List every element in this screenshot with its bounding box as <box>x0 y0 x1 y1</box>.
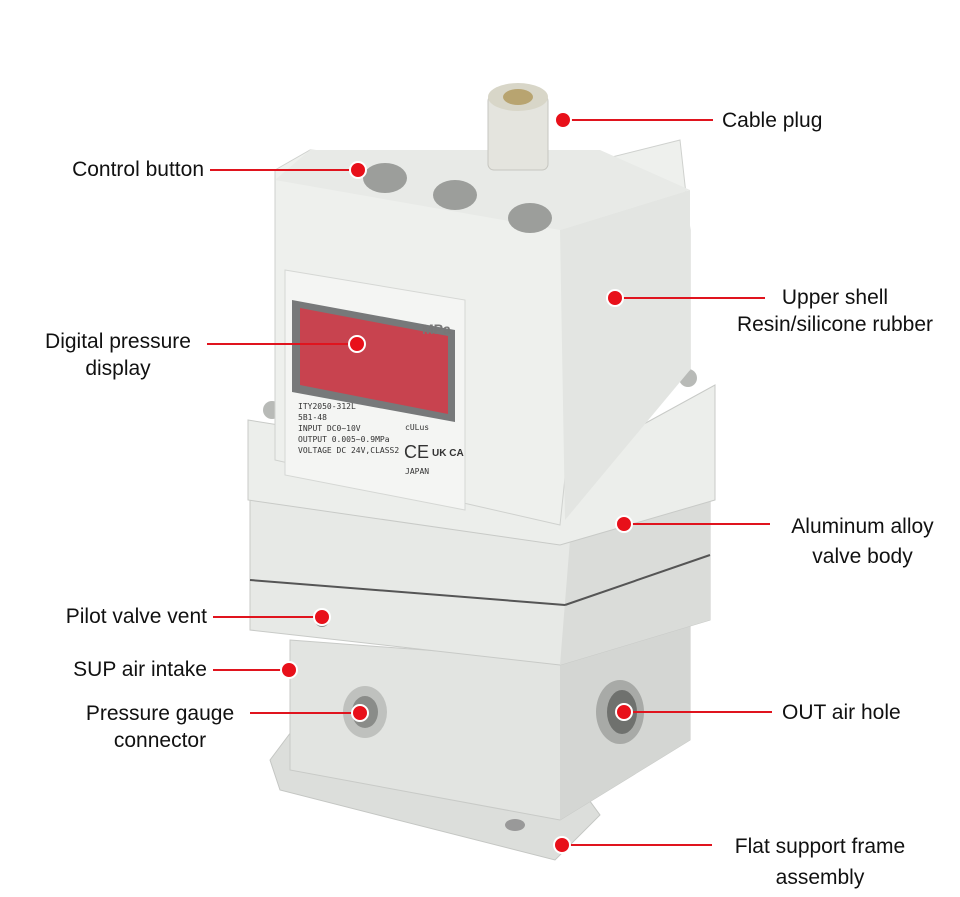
pilot-vent-label: Pilot valve vent <box>65 605 207 628</box>
upper-shell-marker <box>606 289 624 307</box>
cable-plug-marker <box>554 111 572 129</box>
spec-voltage: VOLTAGE DC 24V,CLASS2 <box>298 446 399 455</box>
display-label-line2: display <box>85 357 151 380</box>
support-frame-line1: Flat support frame <box>734 835 906 858</box>
gauge-connector-label: Pressure gauge connector <box>60 700 260 754</box>
upper-shell-label: Upper shell Resin/silicone rubber <box>715 284 955 338</box>
spec-input: INPUT DC0~10V <box>298 424 361 433</box>
right-button <box>508 203 552 233</box>
ukca-mark: UK CA <box>432 448 464 459</box>
support-frame-label: Flat support frame assembly <box>715 831 925 893</box>
left-button <box>363 163 407 193</box>
support-frame-line2: assembly <box>775 866 865 889</box>
display-marker <box>348 335 366 353</box>
support-frame-marker <box>553 836 571 854</box>
valve-body-label: Aluminum alloy valve body <box>775 512 950 572</box>
valve-body-line1: Aluminum alloy <box>791 515 934 538</box>
pilot-vent-marker <box>313 608 331 626</box>
spec-output: OUTPUT 0.005~0.9MPa <box>298 435 390 444</box>
display-label: Digital pressure display <box>20 328 216 382</box>
control-button-marker <box>349 161 367 179</box>
valve-body-line2: valve body <box>812 545 913 568</box>
valve-body-marker <box>615 515 633 533</box>
control-button-label: Control button <box>72 158 204 181</box>
unit-label: MPa <box>422 321 451 337</box>
origin-label: JAPAN <box>405 467 429 476</box>
cable-plug-label: Cable plug <box>722 109 823 132</box>
out-hole-marker <box>615 703 633 721</box>
upper-shell-title: Upper shell <box>781 286 889 309</box>
gauge-connector-marker <box>351 704 369 722</box>
ul-mark: cULus <box>405 423 429 432</box>
gauge-connector-line2: connector <box>113 729 207 752</box>
mount-hole <box>505 819 525 831</box>
sup-intake-label: SUP air intake <box>73 658 207 681</box>
display-label-line1: Digital pressure <box>45 330 191 353</box>
model-number: ITY2050-312L <box>298 402 356 411</box>
product-code: 5B1-48 <box>298 413 327 422</box>
mode-button <box>433 180 477 210</box>
out-hole-label: OUT air hole <box>782 701 901 724</box>
sup-intake-marker <box>280 661 298 679</box>
ce-mark: CE <box>404 442 429 462</box>
gauge-connector-line1: Pressure gauge <box>85 702 235 725</box>
upper-shell-material: Resin/silicone rubber <box>736 313 934 336</box>
display-screen <box>300 308 448 414</box>
